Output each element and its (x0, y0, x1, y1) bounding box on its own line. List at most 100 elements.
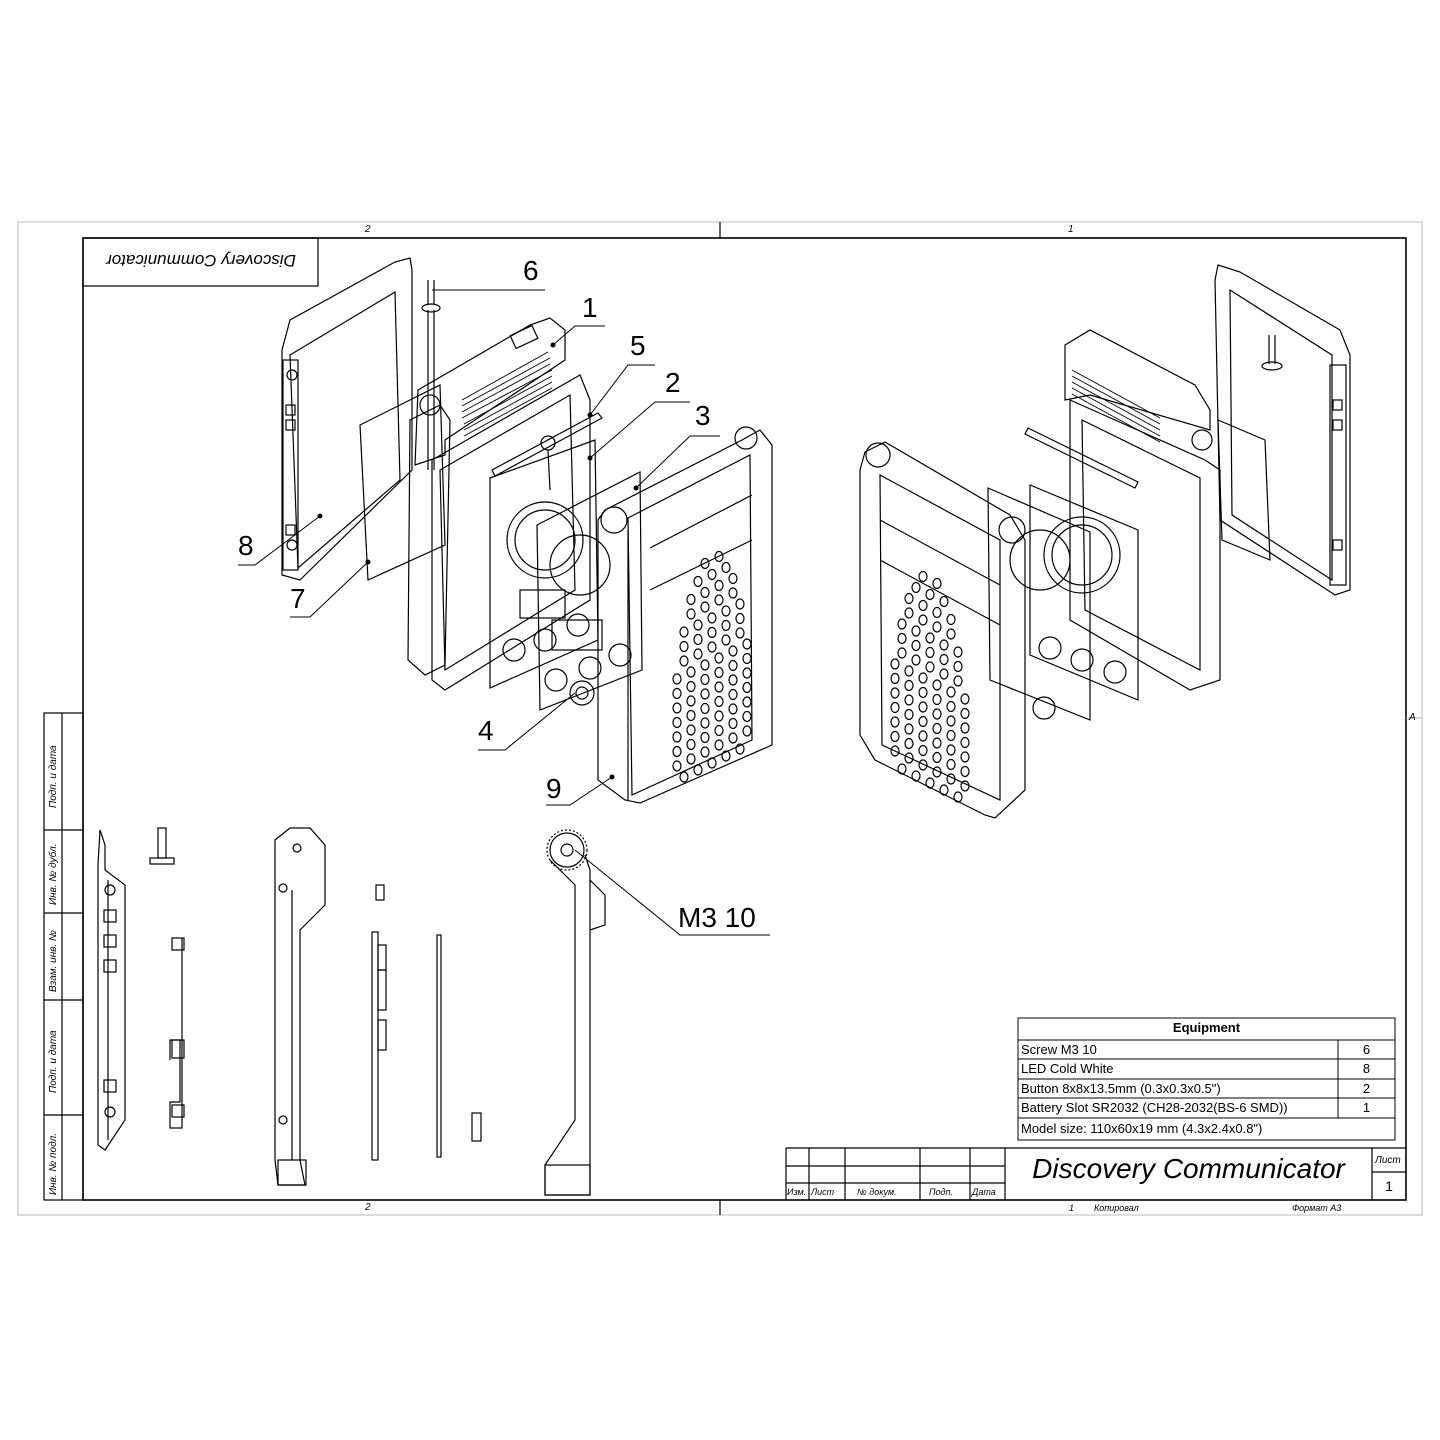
equipment-name: LED Cold White (1021, 1061, 1114, 1076)
speaker-hole (700, 746, 710, 758)
speaker-hole (960, 707, 970, 720)
speaker-hole (686, 753, 696, 765)
speaker-holes (672, 550, 752, 783)
speaker-hole (918, 570, 928, 583)
part-2-plate (489, 439, 599, 689)
footer-sheet: 1 (1069, 1203, 1075, 1213)
side-view-plate (371, 931, 387, 1161)
speaker-hole (672, 745, 682, 758)
speaker-hole (918, 730, 928, 742)
zone-label-top-1: 1 (1068, 224, 1074, 235)
tb-col-doc: № докум. (857, 1187, 897, 1197)
equipment-qty: 1 (1362, 1100, 1371, 1115)
speaker-hole (693, 648, 703, 660)
speaker-hole (939, 639, 949, 651)
speaker-hole (672, 760, 682, 772)
callout-6: 6 (523, 255, 539, 286)
speaker-hole (728, 659, 738, 672)
speaker-hole (672, 687, 682, 700)
side-view-light-guide (436, 934, 442, 1158)
footer-format: Формат А3 (1292, 1203, 1342, 1213)
stamp-label-dup-inv: Инв. № дубл. (48, 843, 59, 906)
speaker-hole (932, 751, 942, 764)
speaker-hole (939, 595, 949, 608)
speaker-hole (700, 688, 710, 700)
speaker-hole (700, 557, 710, 570)
side-view-back-cover (97, 829, 126, 1151)
equipment-qty: 8 (1362, 1061, 1371, 1076)
speaker-hole (693, 575, 703, 588)
speaker-hole (932, 606, 942, 619)
speaker-hole (890, 672, 900, 685)
tb-sheet-number: 1 (1385, 1178, 1393, 1194)
left-exploded-assembly (281, 257, 773, 804)
equipment-name: Screw M3 10 (1021, 1042, 1097, 1057)
speaker-hole (911, 639, 921, 652)
stamp-label-orig-inv: Инв. № подл. (48, 1132, 59, 1195)
side-view-button-led (375, 884, 385, 901)
speaker-hole (714, 579, 724, 592)
stamp-label-sign-date-2: Подп. и дата (48, 1030, 59, 1093)
tb-col-date: Дата (972, 1187, 996, 1197)
speaker-hole (742, 681, 752, 694)
speaker-holes (890, 570, 970, 803)
speaker-hole (939, 784, 949, 796)
callout-2: 2 (665, 367, 681, 398)
side-view-screw (149, 827, 175, 865)
speaker-hole (686, 666, 696, 678)
speaker-hole (707, 568, 717, 581)
zone-label-right-a: A (1409, 712, 1416, 723)
speaker-hole (946, 758, 956, 771)
speaker-hole (897, 763, 907, 775)
speaker-hole (960, 736, 970, 749)
stamp-label-sign-date-1: Подп. и дата (48, 745, 59, 808)
right-plate-2 (1029, 484, 1139, 701)
speaker-hole (890, 745, 900, 757)
part-8-back-cover (281, 257, 413, 581)
speaker-hole (693, 764, 703, 776)
equipment-qty: 2 (1362, 1081, 1371, 1096)
equipment-name: Button 8x8x13.5mm (0.3x0.3x0.5") (1021, 1081, 1221, 1096)
side-view-pcb (169, 937, 185, 1129)
speaker-hole (946, 628, 956, 640)
speaker-hole (728, 572, 738, 585)
speaker-hole (700, 673, 710, 686)
side-stamp (43, 712, 84, 1201)
speaker-hole (946, 729, 956, 742)
equipment-header: Equipment (1172, 1020, 1241, 1035)
zone-label-top-2: 2 (365, 224, 371, 235)
speaker-hole (679, 640, 689, 653)
speaker-hole (700, 702, 710, 715)
speaker-hole (918, 614, 928, 626)
speaker-hole (700, 659, 710, 671)
part-3-plate (536, 471, 643, 711)
speaker-hole (925, 646, 935, 659)
speaker-hole (700, 731, 710, 744)
speaker-hole (728, 688, 738, 701)
speaker-hole (904, 679, 914, 692)
speaker-hole (679, 655, 689, 667)
speaker-hole (925, 661, 935, 673)
speaker-hole (707, 626, 717, 639)
right-pcb (1217, 419, 1271, 561)
speaker-hole (918, 672, 928, 684)
speaker-hole (960, 765, 970, 778)
speaker-hole (904, 723, 914, 735)
speaker-hole (742, 710, 752, 723)
speaker-hole (714, 550, 724, 563)
speaker-hole (686, 738, 696, 751)
speaker-hole (686, 724, 696, 736)
speaker-hole (953, 660, 963, 673)
speaker-hole (672, 716, 682, 729)
speaker-hole (721, 605, 731, 617)
speaker-hole (946, 773, 956, 785)
right-exploded-assembly (859, 264, 1351, 819)
speaker-hole (714, 724, 724, 737)
speaker-hole (742, 638, 752, 650)
callout-leaders (238, 289, 770, 936)
speaker-hole (735, 743, 745, 755)
speaker-hole (672, 702, 682, 714)
speaker-hole (953, 791, 963, 803)
speaker-hole (897, 632, 907, 645)
right-front-cover (859, 441, 1026, 819)
